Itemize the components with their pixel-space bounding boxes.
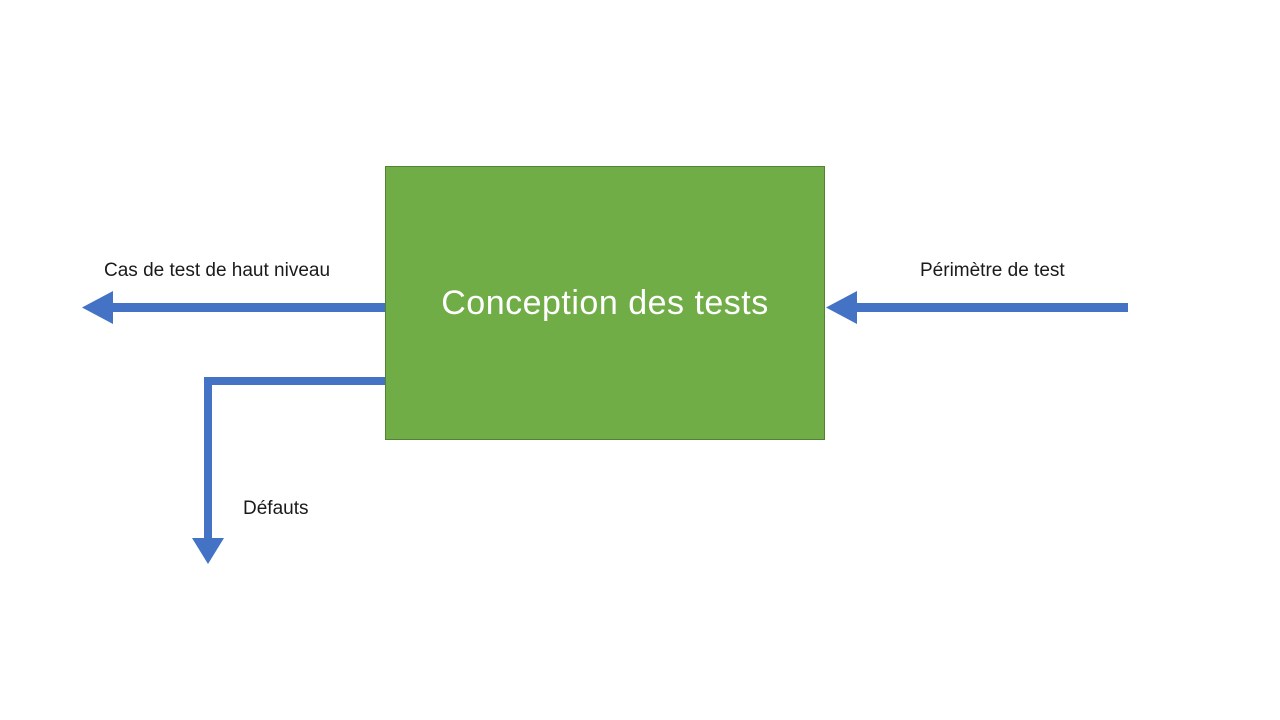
- label-defects: Défauts: [243, 498, 309, 519]
- arrow-shaft: [110, 303, 385, 312]
- label-test-scope: Périmètre de test: [920, 260, 1065, 281]
- elbow-vertical-segment: [204, 377, 212, 540]
- process-box-title: Conception des tests: [441, 283, 769, 322]
- process-box-test-design: Conception des tests: [385, 166, 825, 440]
- arrow-high-level-test-cases: [82, 291, 385, 324]
- arrow-head-left-icon: [82, 291, 113, 324]
- arrow-head-down-icon: [192, 538, 224, 564]
- label-high-level-test-cases: Cas de test de haut niveau: [104, 260, 331, 281]
- arrow-test-scope: [826, 291, 1128, 324]
- arrow-defects: [192, 377, 385, 564]
- arrow-head-left-icon: [826, 291, 857, 324]
- elbow-horizontal-segment: [204, 377, 385, 385]
- arrow-shaft: [853, 303, 1128, 312]
